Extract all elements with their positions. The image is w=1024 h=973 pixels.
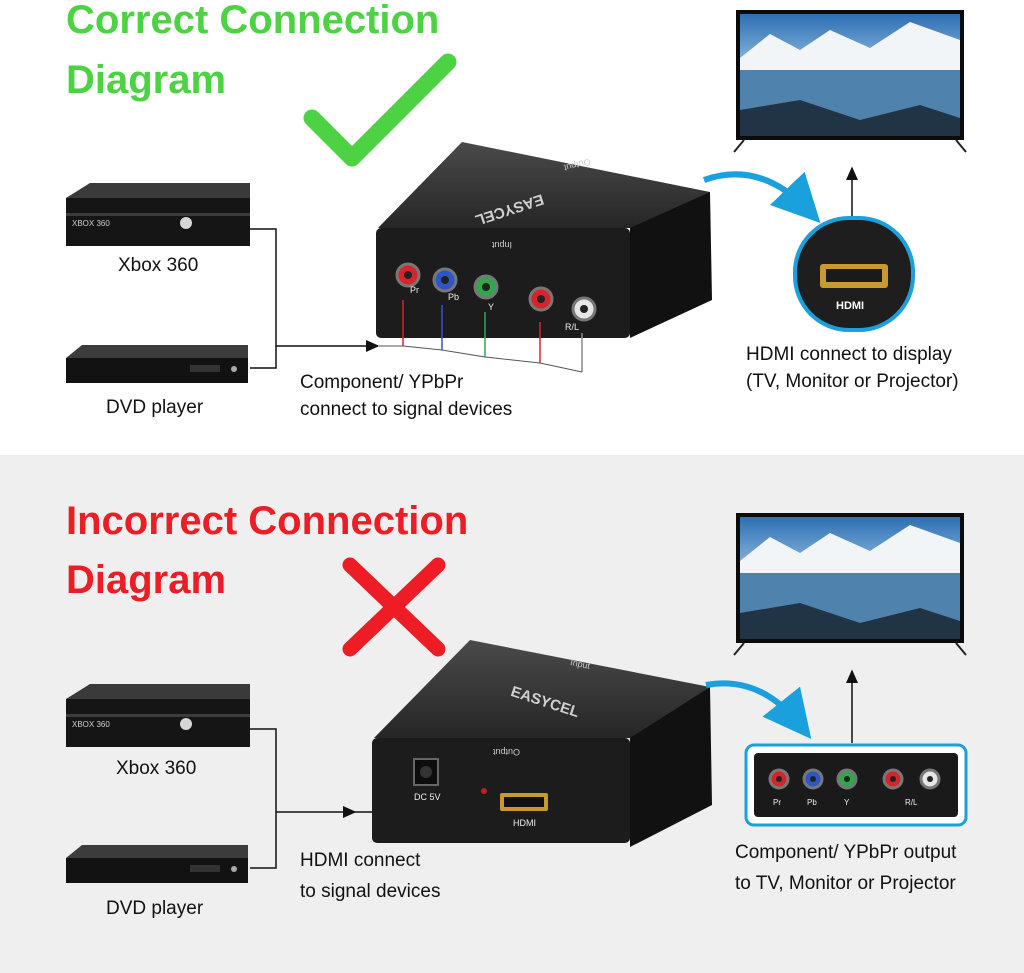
output-caption-line1: HDMI connect to display [746,344,952,365]
zoom-hdmi-label: HDMI [836,300,864,312]
zoom-port-label-y: Y [844,798,850,807]
xbox-label: Xbox 360 [118,255,199,276]
port-label-y: Y [488,302,494,312]
xbox-label: Xbox 360 [116,758,197,779]
input-caption-line2: to signal devices [300,881,441,902]
incorrect-title-line2: Diagram [66,558,227,602]
output-caption-line1: Component/ YPbPr output [735,842,957,863]
correct-diagram-graphic: XBOX 360 EASYCEL Input Output Pr [66,10,967,383]
flow-arrow [702,171,821,223]
incorrect-connection-section: Incorrect Connection Diagram [0,455,1024,973]
hdmi-zoom-bubble: HDMI [793,216,915,332]
dvd-label: DVD player [106,898,204,919]
converter-box: EASYCEL Output Input DC 5V HDMI [372,640,712,847]
correct-title-line1: Correct Connection [66,0,440,42]
device-face-label: Input [491,240,512,250]
dvd-label: DVD player [106,397,204,418]
zoom-port-label-pr: Pr [773,798,781,807]
incorrect-diagram-graphic: XBOX 360 EASYCEL Output Input DC 5V HDM [66,513,968,883]
input-caption-line2: connect to signal devices [300,399,513,420]
xbox-badge-text: XBOX 360 [72,219,110,228]
tv-display [733,10,967,153]
port-label-pr: Pr [410,285,419,295]
dc-port-label: DC 5V [414,792,441,802]
device-back-label: Input [569,657,591,671]
port-label-pb: Pb [448,292,459,302]
output-caption-line2: (TV, Monitor or Projector) [746,371,959,392]
input-caption-line1: Component/ YPbPr [300,372,464,393]
device-face-label: Output [492,747,520,757]
xbox-console: XBOX 360 [66,684,250,747]
converter-box: EASYCEL Input Output Pr Pb Y R/L [376,142,712,338]
zoom-port-label-rl: R/L [905,798,918,807]
port-label-rl: R/L [565,322,579,332]
xbox-badge-text: XBOX 360 [72,720,110,729]
correct-connection-section: Correct Connection Diagram XBOX 360 [0,0,1024,455]
hdmi-port-label: HDMI [513,818,536,828]
dvd-player [66,345,248,383]
incorrect-title-line1: Incorrect Connection [66,499,469,543]
component-zoom-panel: Pr Pb Y R/L [744,743,968,827]
xbox-console: XBOX 360 [66,183,250,246]
zoom-port-label-pb: Pb [807,798,817,807]
tv-display [733,513,967,656]
flow-arrow [705,680,812,740]
output-caption-line2: to TV, Monitor or Projector [735,873,956,894]
dvd-player [66,845,248,883]
correct-title-line2: Diagram [66,58,227,102]
cross-icon [342,557,446,657]
input-caption-line1: HDMI connect [300,850,421,871]
check-icon [303,53,457,167]
